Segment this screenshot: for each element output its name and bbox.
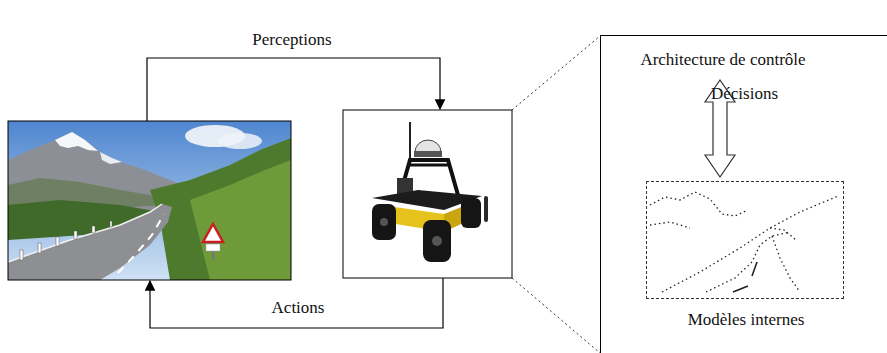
model-sketch	[706, 232, 790, 292]
road-photo	[55, 132, 98, 151]
model-box: Modèles internes	[646, 181, 844, 299]
road-photo	[100, 152, 122, 164]
robot-picture	[432, 236, 442, 246]
road-photo	[56, 237, 59, 246]
robot-picture	[484, 196, 488, 222]
robot-picture	[410, 164, 448, 167]
robot-picture	[423, 220, 451, 262]
zoom-line	[512, 36, 600, 110]
road-photo	[203, 224, 223, 242]
model-sketch	[752, 262, 757, 276]
road-photo	[206, 244, 220, 251]
road-photo	[8, 204, 162, 262]
road-photo	[8, 121, 291, 280]
loop-label: Perceptions	[249, 30, 334, 50]
road-photo	[92, 226, 95, 233]
road-photo	[110, 221, 112, 227]
road-photo	[38, 243, 41, 253]
road-photo	[8, 204, 172, 280]
robot-picture	[414, 151, 442, 157]
robot-picture	[343, 110, 512, 278]
robot-picture	[372, 204, 396, 240]
model-sketch	[650, 222, 690, 228]
loop-label: Actions	[269, 298, 328, 318]
road-photo	[74, 231, 77, 239]
model-sketch	[650, 192, 838, 292]
model-sketch	[662, 196, 838, 292]
robot-picture	[380, 218, 388, 226]
robot-picture	[409, 122, 411, 160]
road-photo	[20, 221, 112, 260]
model-sketch	[770, 228, 796, 240]
node-heading: Modèles internes	[688, 310, 805, 330]
control-panel: Modèles internes Architecture de contrôle…	[600, 35, 887, 353]
robot-picture	[343, 110, 512, 278]
road-photo	[8, 121, 291, 280]
zoom-line	[512, 278, 600, 353]
node-text: Décisions	[711, 84, 778, 104]
model-sketch	[733, 286, 748, 292]
action-arrow	[150, 278, 443, 328]
road-photo	[218, 133, 262, 149]
robot-picture	[461, 198, 481, 228]
road-photo	[20, 250, 23, 260]
robot-picture	[415, 140, 441, 152]
model-sketch	[650, 192, 748, 216]
road-photo	[190, 160, 291, 280]
model-sketch	[772, 236, 800, 292]
photo-frame	[8, 121, 291, 280]
node-heading: Architecture de contrôle	[640, 50, 805, 70]
perception-arrow	[147, 58, 440, 121]
